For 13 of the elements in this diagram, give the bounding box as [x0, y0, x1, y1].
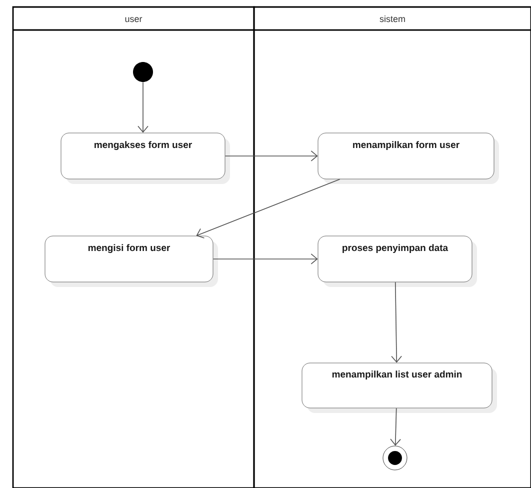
- activity-box: mengakses form user: [60, 132, 230, 184]
- arrow: [390, 408, 401, 446]
- activity-box: mengisi form user: [44, 236, 218, 287]
- arrow: [212, 254, 318, 264]
- start-node: [133, 62, 153, 82]
- activity-box: menampilkan list user admin: [302, 362, 497, 413]
- end-node: [382, 446, 408, 470]
- arrow: [224, 150, 318, 162]
- arrow: [391, 282, 402, 363]
- arrow: [138, 82, 148, 133]
- activity-box: menampilkan form user: [318, 132, 499, 184]
- activity-box: proses penyimpan data: [318, 236, 477, 287]
- arrow: [196, 178, 340, 238]
